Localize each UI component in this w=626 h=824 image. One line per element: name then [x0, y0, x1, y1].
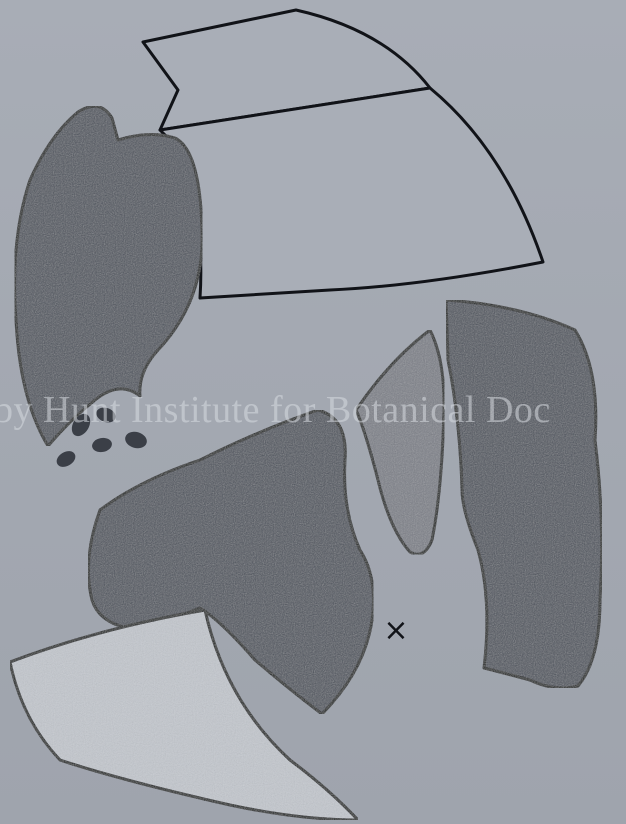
- seed-dot: [123, 429, 148, 450]
- dark-shape-left: [15, 106, 203, 446]
- seed-dot: [91, 436, 113, 453]
- medium-shape-center: [356, 330, 444, 554]
- cross-mark: ×: [383, 613, 408, 648]
- dark-shape-right: [446, 300, 602, 688]
- seed-dot: [94, 405, 118, 425]
- seed-dot: [54, 448, 78, 470]
